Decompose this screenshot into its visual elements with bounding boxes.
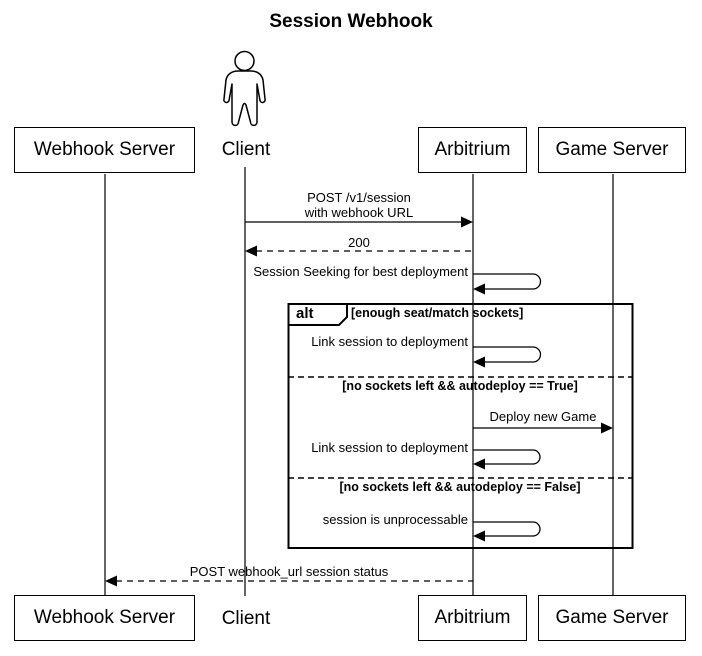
message-post-webhook-status: POST webhook_url session status bbox=[189, 564, 389, 579]
participant-label: Game Server bbox=[555, 139, 669, 160]
participant-label: Client bbox=[221, 608, 271, 629]
selfcall-session-seeking bbox=[473, 273, 542, 295]
selfcall-link-session-1 bbox=[473, 346, 542, 368]
arrow-response-200 bbox=[245, 245, 473, 257]
message-session-seeking: Session Seeking for best deployment bbox=[253, 264, 468, 279]
message-session-unprocessable: session is unprocessable bbox=[322, 512, 468, 527]
message-deploy-new-game: Deploy new Game bbox=[489, 409, 597, 424]
message-post-session-line2: with webhook URL bbox=[304, 205, 414, 220]
participant-arbitrium-bottom: Arbitrium bbox=[418, 595, 527, 641]
message-link-session-2: Link session to deployment bbox=[311, 440, 468, 455]
participant-arbitrium-top: Arbitrium bbox=[418, 127, 527, 173]
alt-tab bbox=[287, 303, 348, 326]
participant-webhook-server-top: Webhook Server bbox=[14, 127, 195, 173]
alt-guard-1: [enough seat/match sockets] bbox=[351, 306, 524, 320]
message-response-200: 200 bbox=[348, 235, 370, 250]
arrow-deploy-new-game bbox=[473, 422, 613, 434]
selfcall-session-unprocessable bbox=[473, 521, 541, 542]
alt-operator-label: alt bbox=[296, 305, 314, 322]
participant-label: Game Server bbox=[555, 607, 669, 628]
client-actor-icon bbox=[223, 50, 266, 127]
participant-label: Webhook Server bbox=[33, 139, 176, 160]
participant-label: Arbitrium bbox=[434, 607, 511, 628]
participant-label: Client bbox=[221, 139, 271, 160]
alt-guard-3: [no sockets left && autodeploy == False] bbox=[339, 480, 581, 494]
alt-frame bbox=[287, 303, 634, 549]
arrow-post-webhook-status bbox=[105, 575, 473, 587]
participant-client-top: Client bbox=[196, 139, 296, 161]
participant-game-server-top: Game Server bbox=[538, 127, 686, 173]
selfcall-link-session-2 bbox=[473, 449, 541, 470]
participant-label: Webhook Server bbox=[33, 607, 176, 628]
participant-webhook-server-bottom: Webhook Server bbox=[14, 595, 195, 641]
participant-label: Arbitrium bbox=[434, 139, 511, 160]
message-link-session-1: Link session to deployment bbox=[311, 334, 468, 349]
participant-game-server-bottom: Game Server bbox=[538, 595, 686, 641]
alt-guard-2: [no sockets left && autodeploy == True] bbox=[342, 379, 578, 393]
arrow-post-session bbox=[245, 216, 473, 228]
participant-client-bottom: Client bbox=[196, 608, 296, 630]
diagram-title: Session Webhook bbox=[269, 11, 433, 32]
message-post-session-line1: POST /v1/session bbox=[307, 190, 411, 205]
